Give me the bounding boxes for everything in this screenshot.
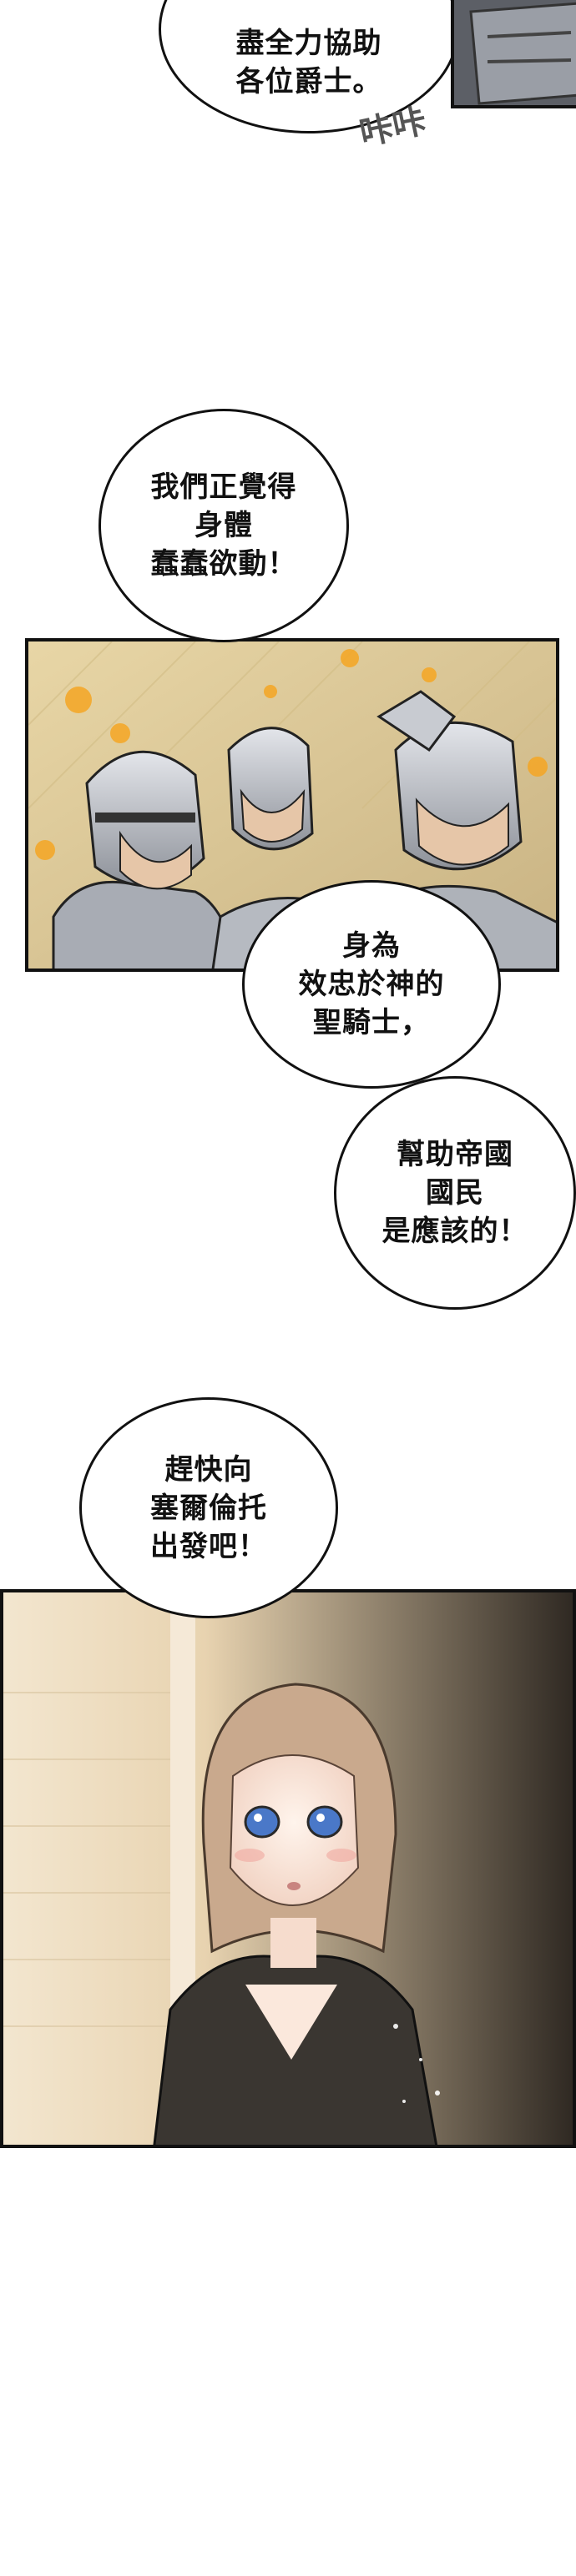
bubble-knights-feel-line-3: 蠢蠢欲動！	[150, 547, 297, 581]
speech-bubble-depart: 趕快向 塞爾倫托 出發吧！	[79, 1397, 338, 1618]
panel-top-armor	[451, 0, 576, 108]
bubble-help-citizens-line-1: 幫助帝國	[397, 1138, 513, 1171]
bubble-knights-feel-line-2: 身體	[195, 509, 253, 542]
bubble-holy-knights-line-1: 身為	[342, 929, 401, 963]
woman-illustration	[3, 1592, 573, 2145]
bubble-help-citizens-line-3: 是應該的！	[381, 1215, 528, 1248]
bubble-holy-knights-line-3: 聖騎士，	[313, 1006, 430, 1039]
bubble-knights-feel-line-1: 我們正覺得	[150, 470, 297, 504]
speech-bubble-holy-knights: 身為 效忠於神的 聖騎士，	[242, 880, 501, 1089]
bubble-top-line-1: 盡全力協助	[235, 27, 382, 60]
bubble-top-line-2: 各位爵士。	[235, 65, 382, 98]
armor-fragment-illustration	[454, 0, 576, 105]
speech-bubble-knights-feel: 我們正覺得 身體 蠢蠢欲動！	[99, 409, 349, 642]
bubble-holy-knights-line-2: 效忠於神的	[298, 968, 445, 1001]
bubble-depart-line-2: 塞爾倫托	[150, 1491, 267, 1525]
bubble-depart-line-1: 趕快向	[164, 1452, 253, 1487]
panel-woman	[0, 1589, 576, 2148]
bubble-help-citizens-line-2: 國民	[426, 1176, 484, 1210]
speech-bubble-help-citizens: 幫助帝國 國民 是應該的！	[334, 1076, 576, 1310]
bubble-depart-line-3: 出發吧！	[150, 1529, 267, 1563]
